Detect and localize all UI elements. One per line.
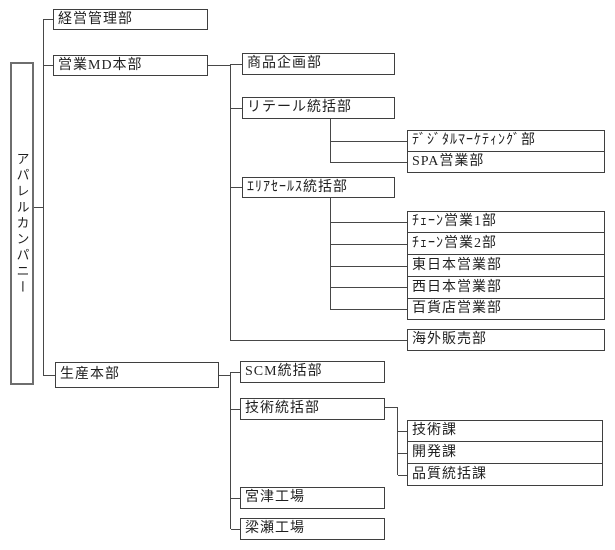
connector-line <box>231 409 240 410</box>
org-node-seisan-honbu: 生産本部 <box>55 362 219 388</box>
connector-line <box>331 141 407 142</box>
connector-line <box>398 431 407 432</box>
org-node-kaigai-hanbai-bu: 海外販売部 <box>407 329 605 351</box>
org-node-chain-eigyo-1-bu: ﾁｪｰﾝ営業1部 <box>407 211 605 233</box>
org-node-chain-eigyo-2-bu: ﾁｪｰﾝ営業2部 <box>407 232 605 255</box>
org-node-higashi-nihon-eigyo-bu: 東日本営業部 <box>407 254 605 277</box>
connector-line <box>398 453 407 454</box>
org-node-hyakkaten-eigyo-bu: 百貨店営業部 <box>407 298 605 320</box>
connector-line <box>331 244 407 245</box>
connector-line <box>331 162 407 163</box>
connector-line <box>231 187 242 188</box>
connector-line <box>231 529 240 530</box>
connector-line <box>43 19 44 376</box>
connector-line <box>231 64 242 65</box>
connector-line <box>331 287 407 288</box>
connector-line <box>231 108 242 109</box>
connector-line <box>331 222 407 223</box>
connector-line <box>397 407 398 475</box>
connector-line <box>398 475 407 476</box>
connector-line <box>231 498 240 499</box>
org-node-kaihatsu-ka: 開発課 <box>407 441 603 464</box>
org-node-keiei-kanri-bu: 経営管理部 <box>53 9 208 30</box>
org-node-apparel-company: アパレルカンパニー <box>10 62 34 385</box>
connector-line <box>208 65 230 66</box>
org-node-nishi-nihon-eigyo-bu: 西日本営業部 <box>407 276 605 299</box>
org-node-scm-tokatsu-bu: SCM統括部 <box>240 361 385 383</box>
connector-line <box>34 207 43 208</box>
org-node-shohin-kikaku-bu: 商品企画部 <box>242 53 395 75</box>
connector-line <box>44 375 55 376</box>
connector-line <box>219 375 230 376</box>
connector-line <box>331 266 407 267</box>
org-node-gijutsu-ka: 技術課 <box>407 420 603 442</box>
org-node-yanase-kojo: 梁瀬工場 <box>240 518 385 540</box>
connector-line <box>230 372 231 529</box>
connector-line <box>385 407 397 408</box>
connector-line <box>230 64 231 341</box>
connector-line <box>44 65 53 66</box>
org-node-area-sales-tokatsu-bu: ｴﾘｱｾｰﾙｽ統括部 <box>242 177 395 198</box>
org-node-spa-eigyo-bu: SPA営業部 <box>407 151 605 173</box>
org-node-hinshitsu-tokatsu-ka: 品質統括課 <box>407 463 603 486</box>
org-node-retail-tokatsu-bu: リテール統括部 <box>242 97 395 119</box>
connector-line <box>231 340 407 341</box>
connector-line <box>231 372 240 373</box>
org-node-eigyo-md-honbu: 営業MD本部 <box>53 55 208 76</box>
org-node-digital-marketing-bu: ﾃﾞｼﾞﾀﾙﾏｰｹﾃｨﾝｸﾞ部 <box>407 130 605 152</box>
connector-line <box>44 19 53 20</box>
org-node-miyazu-kojo: 宮津工場 <box>240 487 385 509</box>
connector-line <box>330 119 331 163</box>
connector-line <box>330 198 331 310</box>
connector-line <box>331 309 407 310</box>
org-node-gijutsu-tokatsu-bu: 技術統括部 <box>240 398 385 420</box>
